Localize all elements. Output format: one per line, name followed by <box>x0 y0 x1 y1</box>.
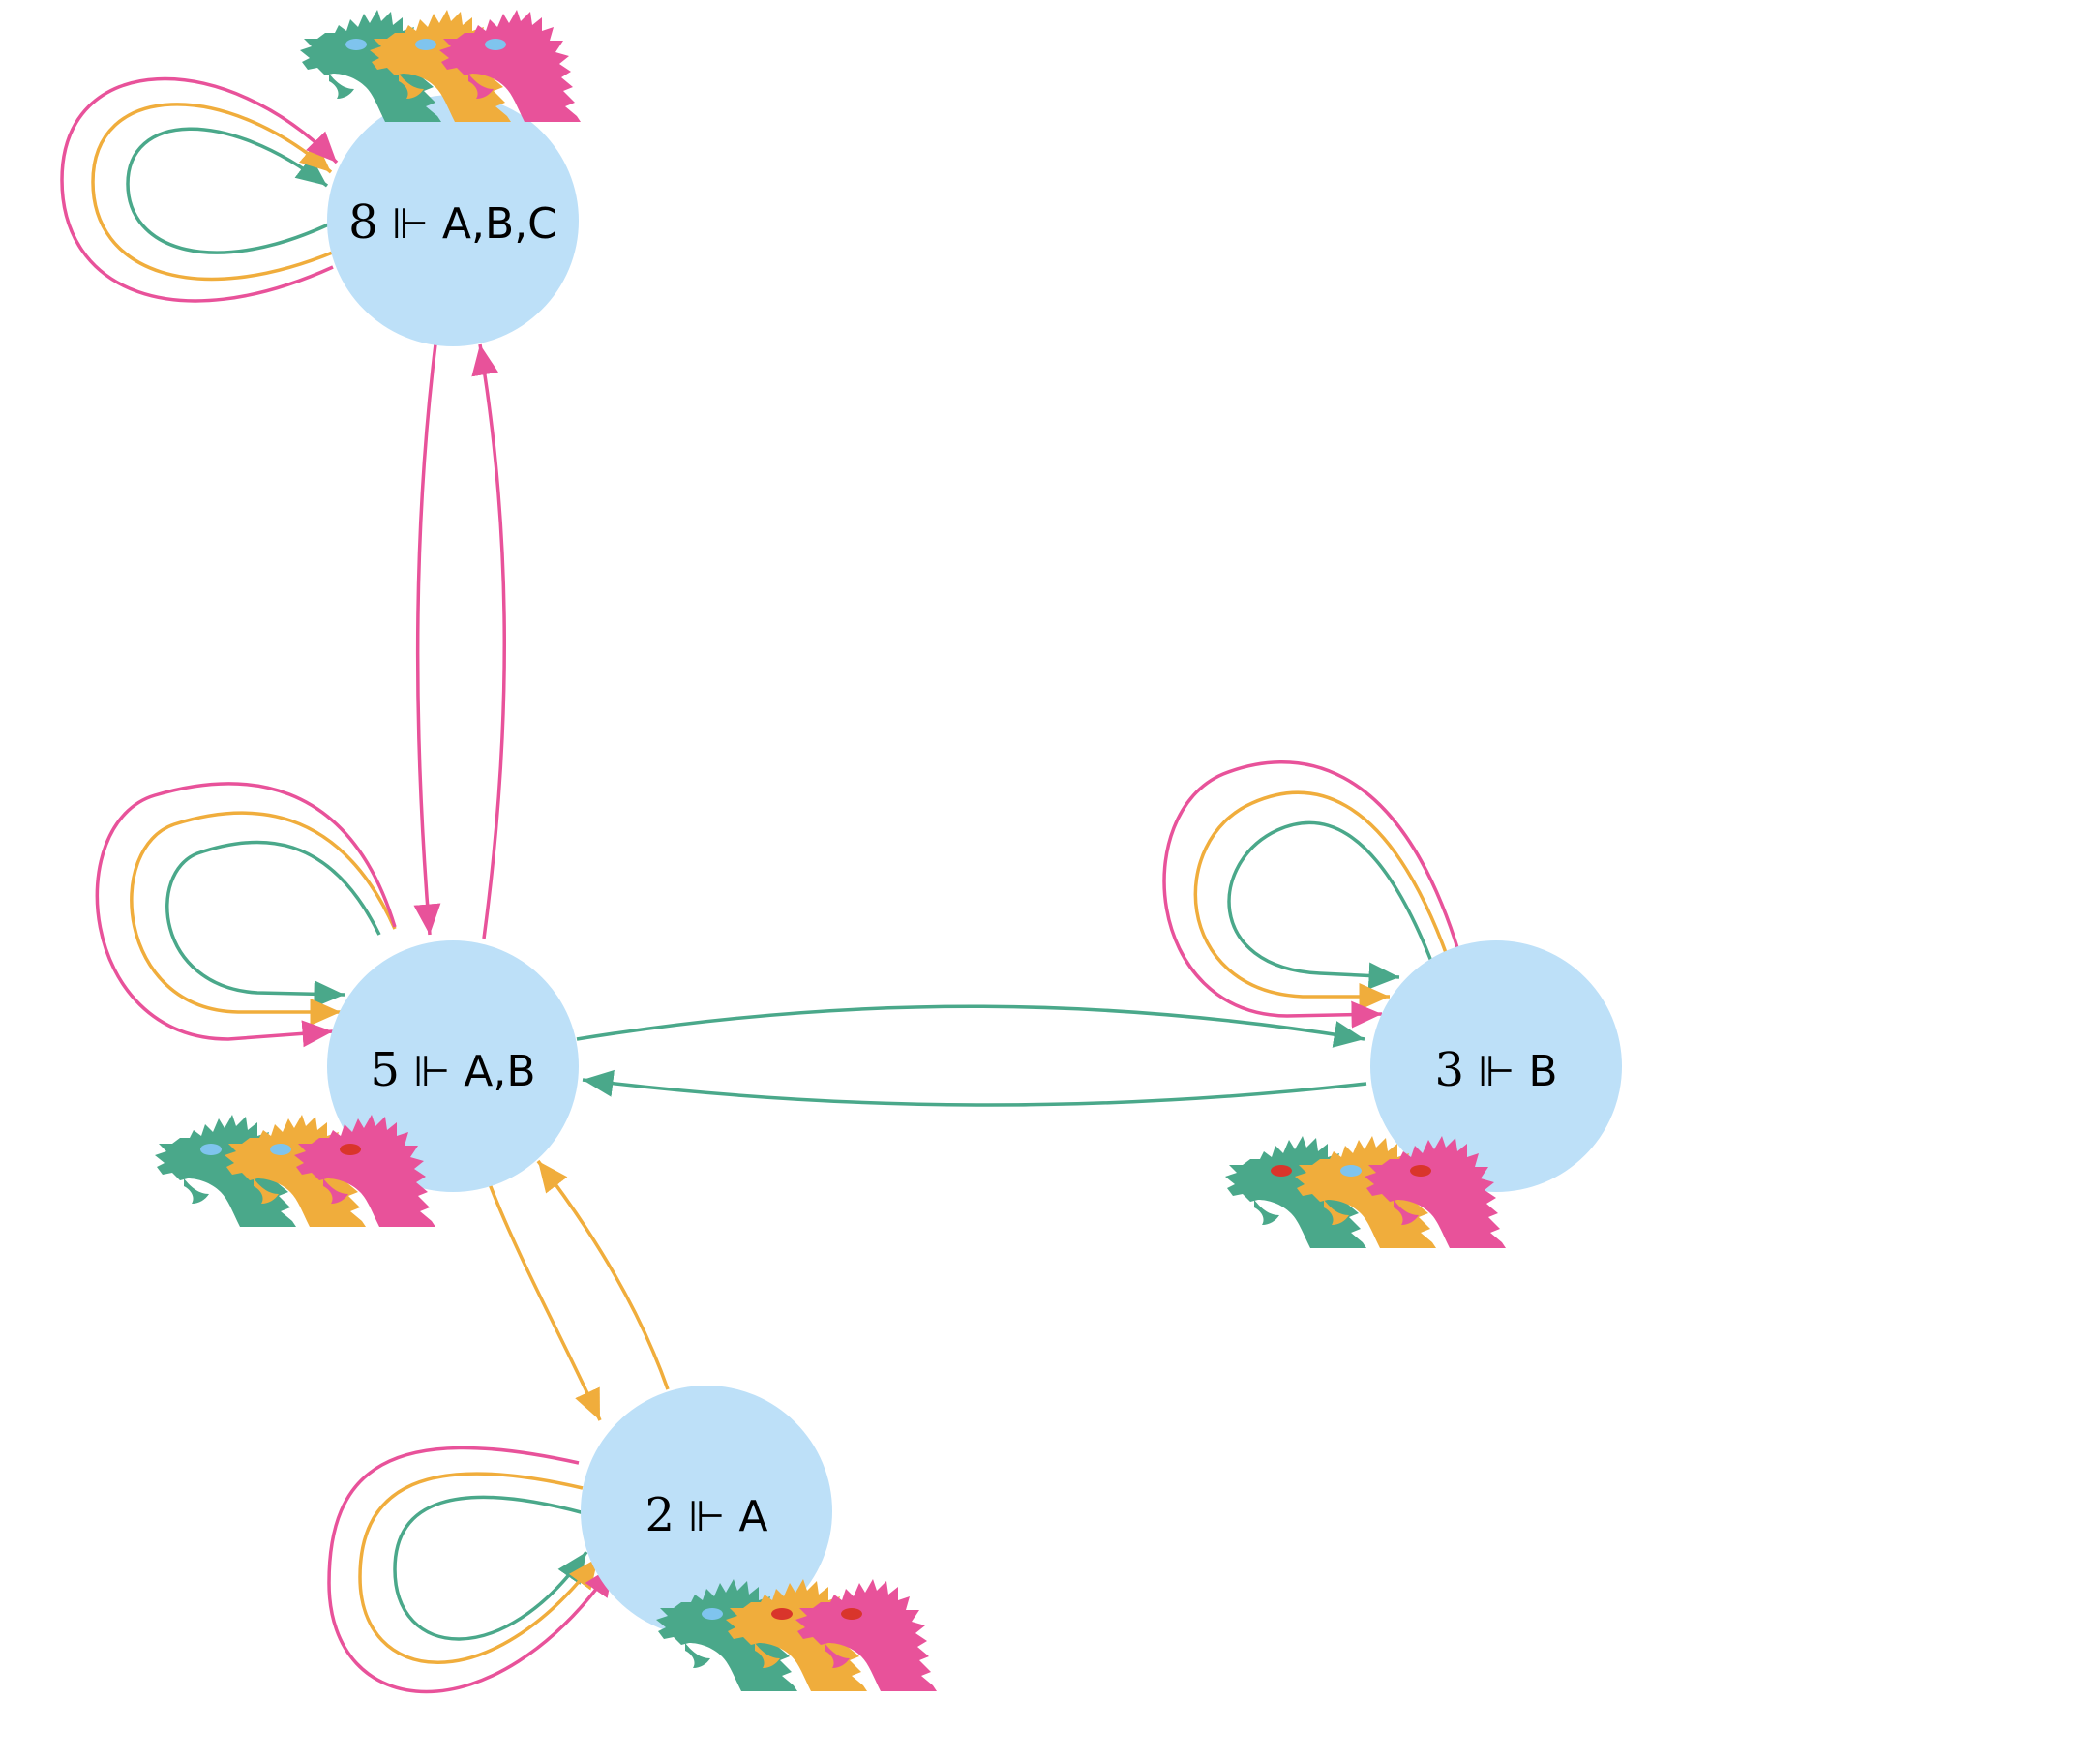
dragon-eye-icon <box>841 1608 862 1620</box>
loop-w8-pink <box>60 77 339 303</box>
self-loops-w8 <box>60 77 339 303</box>
dragon-head-orange-icon <box>370 10 511 122</box>
world-circle[interactable] <box>581 1386 832 1637</box>
node-w2[interactable]: 2 ⊩ A <box>581 1386 832 1637</box>
dragon-eye-icon <box>485 39 506 50</box>
dragon-head-green-icon <box>155 1115 296 1227</box>
loop-w2-green <box>393 1495 588 1641</box>
world-label: 2 ⊩ A <box>645 1488 768 1542</box>
self-loops-w2 <box>327 1446 615 1694</box>
dragon-head-orange-icon <box>1295 1136 1436 1248</box>
loop-w3-green <box>1227 820 1434 990</box>
dragon-head-green-icon <box>656 1579 797 1691</box>
world-label: 3 ⊩ B <box>1434 1043 1557 1097</box>
dragon-head-orange-icon <box>726 1579 867 1691</box>
dragon-head-pink-icon <box>1365 1136 1506 1248</box>
node-w8[interactable]: 8 ⊩ A,B,C <box>327 95 579 346</box>
dragon-eye-icon <box>1340 1165 1362 1177</box>
dragon-heads-w2 <box>656 1579 937 1691</box>
dragon-eye-icon <box>702 1608 723 1620</box>
dragon-head-green-icon <box>1225 1136 1366 1248</box>
loop-w5-orange <box>130 811 397 1026</box>
dragon-head-pink-icon <box>294 1115 435 1227</box>
dragon-heads-w8 <box>300 10 581 122</box>
dragon-eye-icon <box>200 1144 222 1155</box>
loop-w2-orange <box>358 1472 600 1664</box>
world-label: 8 ⊩ A,B,C <box>348 195 557 250</box>
dragon-heads-w3 <box>1225 1136 1506 1248</box>
dragon-head-pink-icon <box>439 10 581 122</box>
self-loops-w3 <box>1162 760 1461 1029</box>
edge-w8-to-w5-pink <box>413 343 441 936</box>
loop-w3-orange <box>1193 790 1450 1010</box>
dragon-eye-icon <box>1410 1165 1431 1177</box>
self-loops-w5 <box>95 782 397 1048</box>
loop-w3-pink <box>1162 760 1461 1029</box>
loop-w8-orange <box>91 103 336 282</box>
dragon-eye-icon <box>415 39 436 50</box>
node-w3[interactable]: 3 ⊩ B <box>1370 940 1622 1192</box>
edge-w3-to-w5-green <box>582 1069 1367 1107</box>
loop-w5-green <box>165 840 381 1008</box>
dragon-eye-icon <box>771 1608 793 1620</box>
dragon-head-orange-icon <box>225 1115 366 1227</box>
dragon-eye-icon <box>1271 1165 1292 1177</box>
loop-w8-green <box>126 127 338 254</box>
edge-w5-to-w3-green <box>576 1004 1365 1048</box>
world-label: 5 ⊩ A,B <box>370 1043 535 1097</box>
dragon-eye-icon <box>340 1144 361 1155</box>
edge-w5-to-w2-orange <box>488 1183 602 1421</box>
dragon-head-green-icon <box>300 10 441 122</box>
world-circle[interactable] <box>327 95 579 346</box>
dragon-heads-w5 <box>155 1115 435 1227</box>
edge-w5-to-w8-pink <box>471 343 506 939</box>
dragon-eye-icon <box>270 1144 291 1155</box>
world-circle[interactable] <box>1370 940 1622 1192</box>
dragon-eye-icon <box>345 39 367 50</box>
edge-w2-to-w5-orange <box>536 1159 670 1390</box>
loop-w5-pink <box>95 782 397 1048</box>
loop-w2-pink <box>327 1446 615 1694</box>
dragon-head-pink-icon <box>795 1579 937 1691</box>
